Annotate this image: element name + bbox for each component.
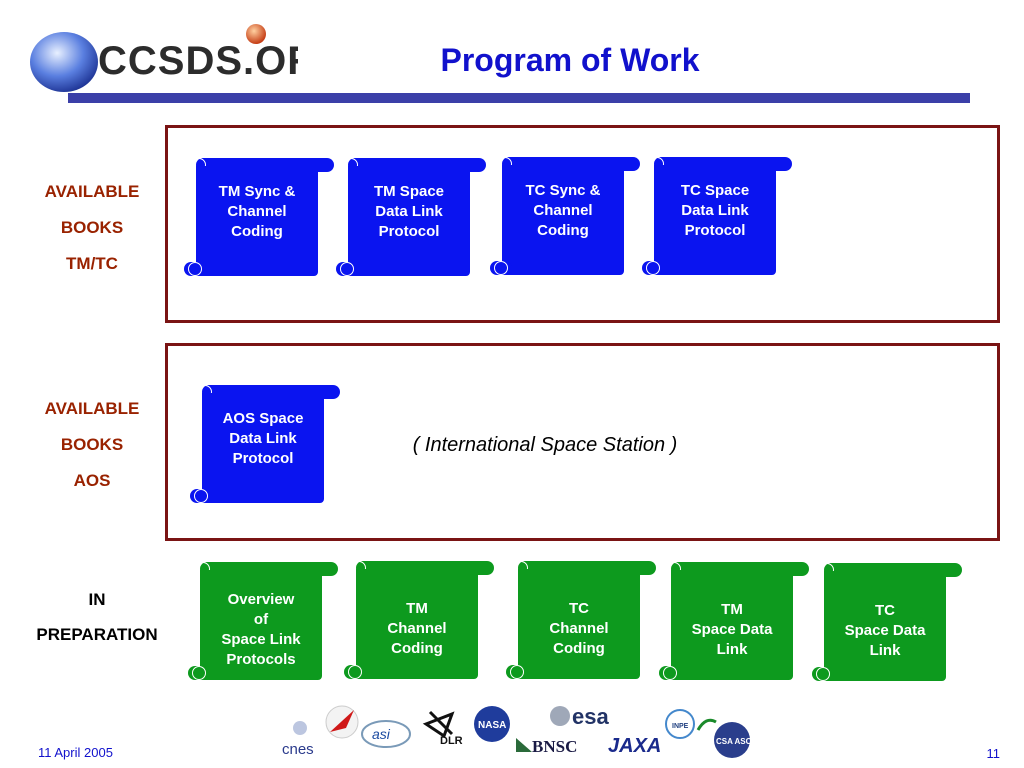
- cnes-logo: cnes: [282, 721, 314, 758]
- book-tm-channel-coding[interactable]: TM Channel Coding: [344, 561, 496, 681]
- book-tc-space-data-link[interactable]: TC Space Data Link Protocol: [642, 157, 794, 277]
- label-line: AVAILABLE: [44, 182, 140, 201]
- label-line: BOOKS: [60, 435, 124, 454]
- svg-text:CSA ASC: CSA ASC: [716, 737, 752, 746]
- svg-text:INPE: INPE: [672, 723, 689, 730]
- agency-logos: cnes asi DLR NASA esa BNSC JAXA INPE: [282, 704, 752, 758]
- label-line: TM/TC: [66, 254, 118, 273]
- book-title: TC Sync & Channel Coding: [525, 182, 601, 239]
- page-number: 11: [986, 746, 1001, 761]
- red-arrow-emblem: [325, 705, 359, 739]
- svg-text:asi: asi: [372, 726, 391, 742]
- csa-logo: CSA ASC: [714, 722, 752, 758]
- book-tc-sync-channel-coding[interactable]: TC Sync & Channel Coding: [490, 157, 642, 277]
- dlr-logo: DLR: [422, 710, 463, 747]
- svg-text:JAXA: JAXA: [608, 735, 661, 757]
- label-line: IN: [88, 590, 106, 609]
- svg-text:NASA: NASA: [478, 720, 506, 731]
- iss-note: ( International Space Station ): [412, 434, 678, 456]
- section-label-tmtc: AVAILABLE BOOKS TM/TC: [22, 174, 162, 282]
- book-title: TM Space Data Link: [691, 601, 773, 658]
- svg-text:DLR: DLR: [440, 735, 463, 747]
- book-title: TC Space Data Link: [844, 602, 926, 659]
- book-title: TC Space Data Link Protocol: [680, 182, 750, 239]
- book-tc-channel-coding[interactable]: TC Channel Coding: [506, 561, 658, 681]
- book-overview-space-link-protocols[interactable]: Overview of Space Link Protocols: [188, 562, 340, 682]
- book-tm-sync-channel-coding[interactable]: TM Sync & Channel Coding: [184, 158, 336, 278]
- book-tm-space-data-link[interactable]: TM Space Data Link Protocol: [336, 158, 488, 278]
- ccsds-logo: CCSDS.ORG: [30, 24, 298, 92]
- label-line: PREPARATION: [36, 625, 158, 644]
- logo-text: CCSDS.ORG: [98, 39, 298, 83]
- asi-logo: asi: [361, 720, 411, 748]
- page-title: Program of Work: [440, 42, 700, 78]
- title-divider: [68, 93, 970, 103]
- label-line: AVAILABLE: [44, 399, 140, 418]
- nasa-logo: NASA: [474, 706, 510, 742]
- svg-text:BNSC: BNSC: [532, 737, 577, 756]
- book-tm-space-data-link-prep[interactable]: TM Space Data Link: [659, 562, 811, 682]
- bnsc-logo: BNSC: [516, 737, 577, 756]
- label-line: AOS: [73, 471, 111, 490]
- book-title: TM Space Data Link Protocol: [373, 183, 445, 240]
- esa-logo: esa: [550, 704, 609, 729]
- book-title: TC Channel Coding: [549, 600, 609, 657]
- book-title: TM Channel Coding: [387, 600, 447, 657]
- book-title: AOS Space Data Link Protocol: [222, 410, 304, 467]
- svg-text:cnes: cnes: [282, 741, 314, 758]
- label-line: BOOKS: [60, 218, 124, 237]
- footer-date: 11 April 2005: [38, 745, 113, 760]
- svg-text:esa: esa: [572, 704, 609, 729]
- inpe-logo: INPE: [665, 709, 717, 739]
- book-title: TM Sync & Channel Coding: [218, 183, 296, 240]
- section-label-in-preparation: IN PREPARATION: [22, 582, 172, 652]
- book-title: Overview of Space Link Protocols: [221, 591, 301, 668]
- book-tc-space-data-link-prep[interactable]: TC Space Data Link: [812, 563, 964, 683]
- jaxa-logo: JAXA: [608, 735, 661, 757]
- section-label-aos: AVAILABLE BOOKS AOS: [22, 391, 162, 499]
- book-aos-space-data-link[interactable]: AOS Space Data Link Protocol: [190, 385, 342, 505]
